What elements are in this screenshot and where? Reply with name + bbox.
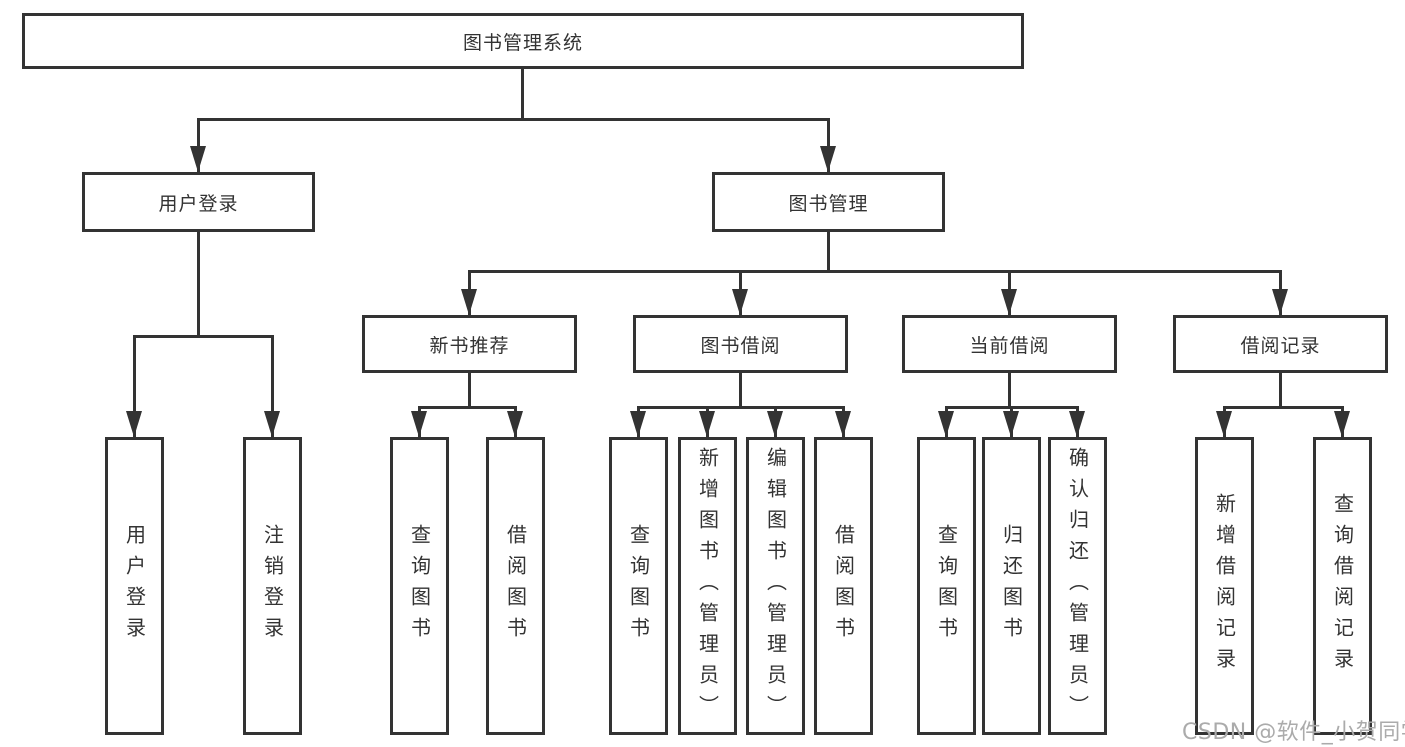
- arrow-down-icon: [190, 146, 206, 172]
- arrow-down-icon: [1069, 411, 1085, 437]
- leaf-borrow-books: 借阅图书: [486, 437, 545, 735]
- connector-rail: [418, 406, 517, 409]
- arrow-down-icon: [1334, 411, 1350, 437]
- connector-rail: [468, 270, 1282, 273]
- arrow-down-icon: [1003, 411, 1019, 437]
- connector-rail: [1223, 406, 1344, 409]
- arrow-down-icon: [1216, 411, 1232, 437]
- connector-stub: [739, 373, 742, 409]
- arrow-down-icon: [411, 411, 427, 437]
- leaf-edit-books-admin: 编辑图书（管理员）: [746, 437, 805, 735]
- leaf-borrow-books: 借阅图书: [814, 437, 873, 735]
- connector-shaft: [197, 118, 200, 172]
- leaf-add-borrow-record: 新增借阅记录: [1195, 437, 1254, 735]
- leaf-query-books: 查询图书: [609, 437, 668, 735]
- connector-stub: [827, 232, 830, 273]
- connector-stub: [1279, 373, 1282, 409]
- connector-shaft: [133, 335, 136, 437]
- connector-stub: [197, 232, 200, 338]
- leaf-return-books: 归还图书: [982, 437, 1041, 735]
- node-book-management: 图书管理: [712, 172, 945, 232]
- node-borrow-records: 借阅记录: [1173, 315, 1388, 373]
- node-root: 图书管理系统: [22, 13, 1024, 69]
- arrow-down-icon: [938, 411, 954, 437]
- connector-stub: [468, 373, 471, 409]
- connector-shaft: [271, 335, 274, 437]
- node-user-login: 用户登录: [82, 172, 315, 232]
- arrow-down-icon: [1001, 289, 1017, 315]
- arrow-down-icon: [1272, 289, 1288, 315]
- connector-stub: [1008, 373, 1011, 409]
- leaf-query-books: 查询图书: [390, 437, 449, 735]
- arrow-down-icon: [507, 411, 523, 437]
- connector-shaft: [827, 118, 830, 172]
- leaf-logout: 注销登录: [243, 437, 302, 735]
- node-current-borrow: 当前借阅: [902, 315, 1117, 373]
- arrow-down-icon: [699, 411, 715, 437]
- leaf-confirm-return-admin: 确认归还（管理员）: [1048, 437, 1107, 735]
- arrow-down-icon: [835, 411, 851, 437]
- connector-rail: [637, 406, 845, 409]
- leaf-user-login: 用户登录: [105, 437, 164, 735]
- connector-rail: [133, 335, 274, 338]
- arrow-down-icon: [461, 289, 477, 315]
- arrow-down-icon: [630, 411, 646, 437]
- watermark: CSDN @软件_小贺同学: [1182, 720, 1405, 745]
- arrow-down-icon: [126, 411, 142, 437]
- leaf-query-borrow-record: 查询借阅记录: [1313, 437, 1372, 735]
- arrow-down-icon: [732, 289, 748, 315]
- arrow-down-icon: [767, 411, 783, 437]
- leaf-add-books-admin: 新增图书（管理员）: [678, 437, 737, 735]
- arrow-down-icon: [264, 411, 280, 437]
- connector-root-rail: [197, 118, 830, 121]
- arrow-down-icon: [820, 146, 836, 172]
- node-book-borrow: 图书借阅: [633, 315, 848, 373]
- node-new-book-recommend: 新书推荐: [362, 315, 577, 373]
- leaf-query-books: 查询图书: [917, 437, 976, 735]
- connector-root-stub: [521, 69, 524, 121]
